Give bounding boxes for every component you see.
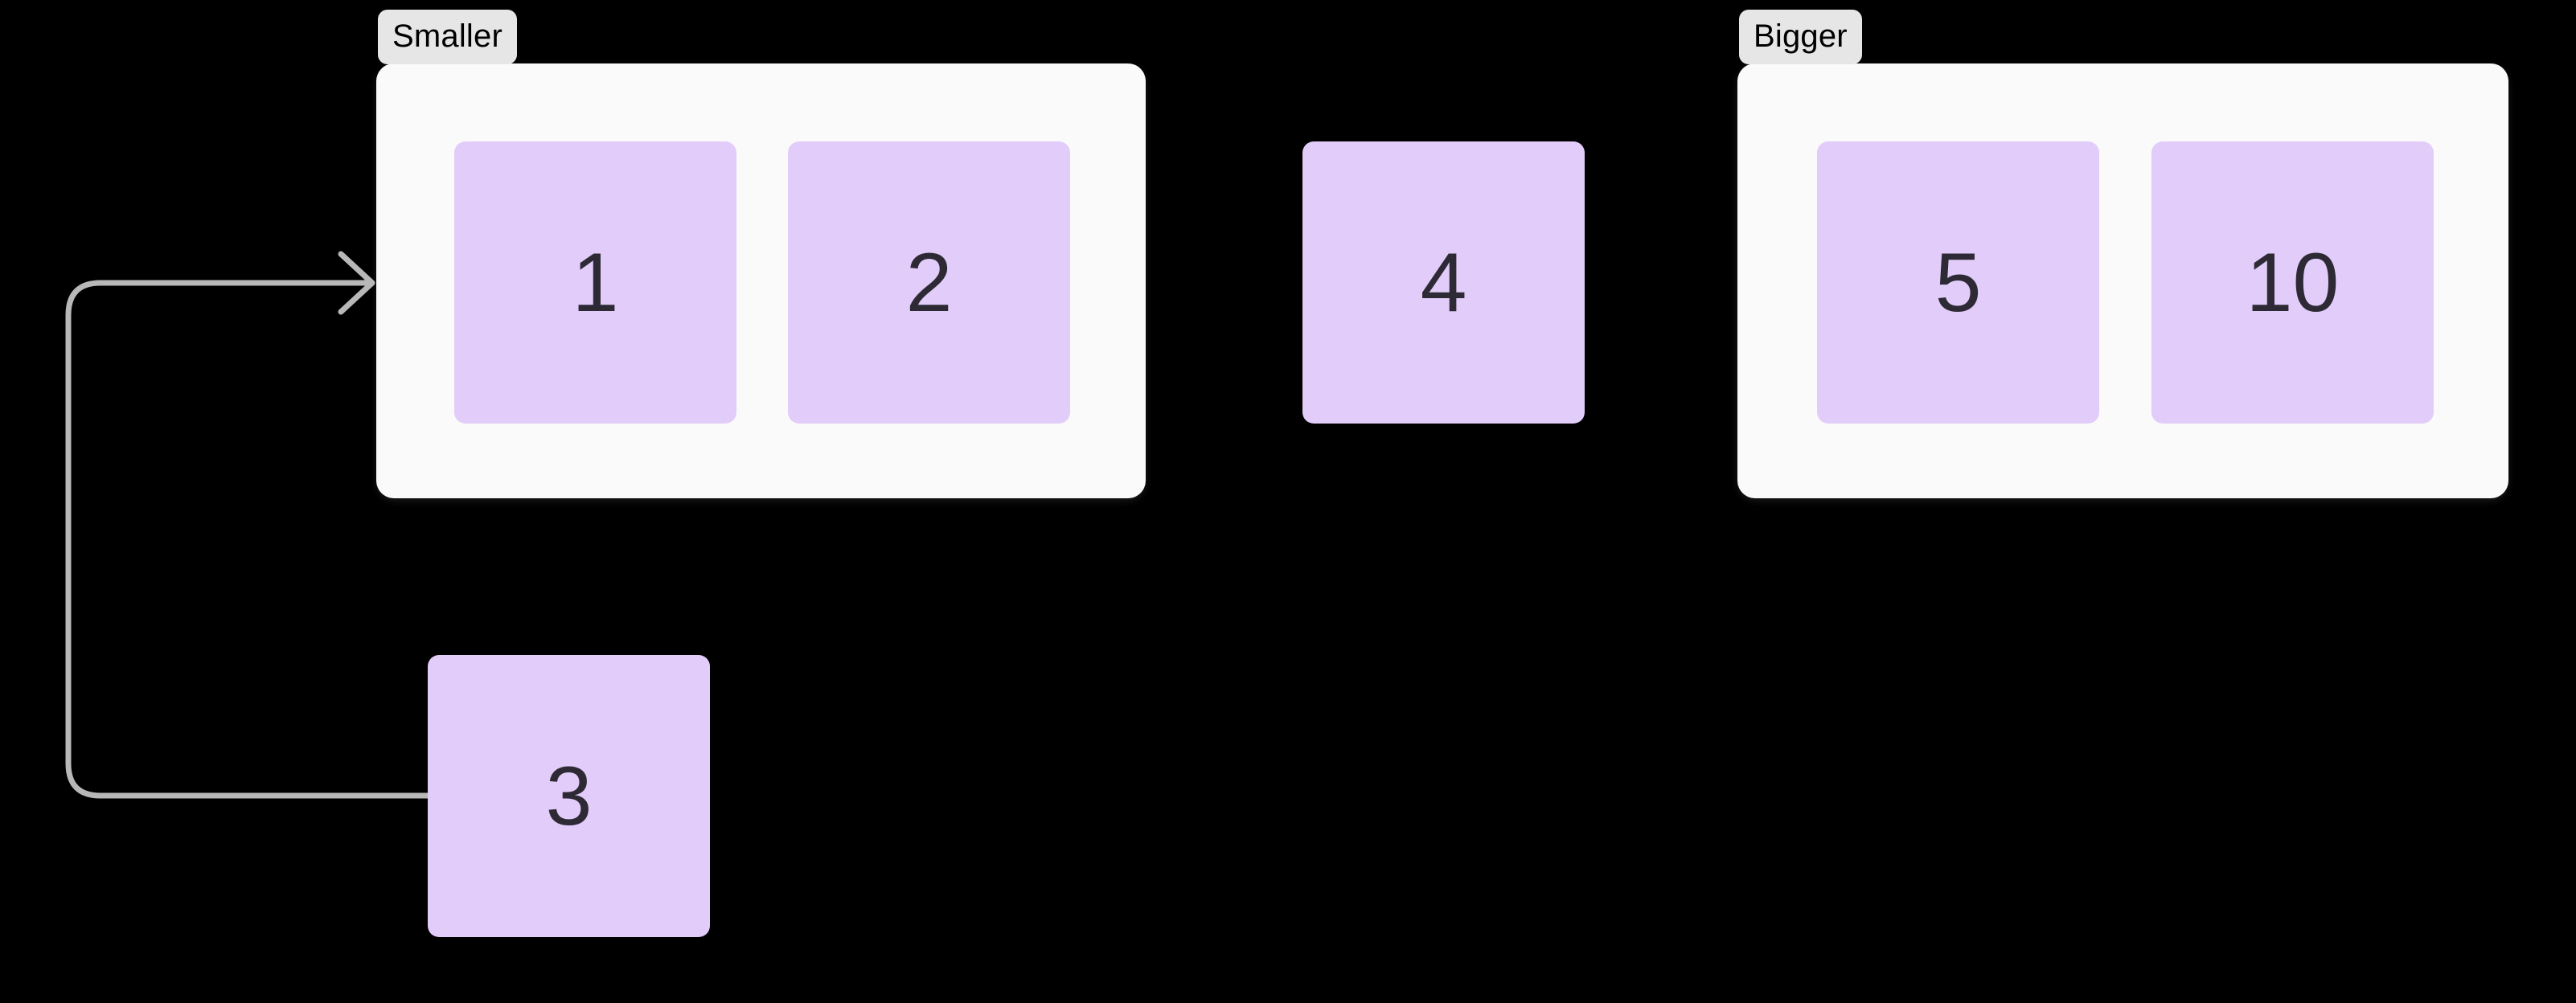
value-box-3-label: 3 <box>545 749 593 843</box>
value-box-1[interactable]: 1 <box>454 141 736 424</box>
value-box-1-label: 1 <box>572 235 619 330</box>
arrowhead-icon <box>338 251 375 315</box>
value-box-10-label: 10 <box>2246 235 2340 330</box>
group-badge-smaller[interactable]: Smaller <box>378 10 517 64</box>
arrow-line <box>65 280 431 799</box>
value-box-4-label: 4 <box>1420 235 1467 330</box>
group-badge-bigger[interactable]: Bigger <box>1739 10 1862 64</box>
value-box-5-label: 5 <box>1934 235 1982 330</box>
value-box-2-label: 2 <box>905 235 953 330</box>
value-box-4[interactable]: 4 <box>1302 141 1585 424</box>
value-box-10[interactable]: 10 <box>2151 141 2434 424</box>
value-box-2[interactable]: 2 <box>788 141 1070 424</box>
value-box-3[interactable]: 3 <box>428 655 710 937</box>
value-box-5[interactable]: 5 <box>1817 141 2099 424</box>
